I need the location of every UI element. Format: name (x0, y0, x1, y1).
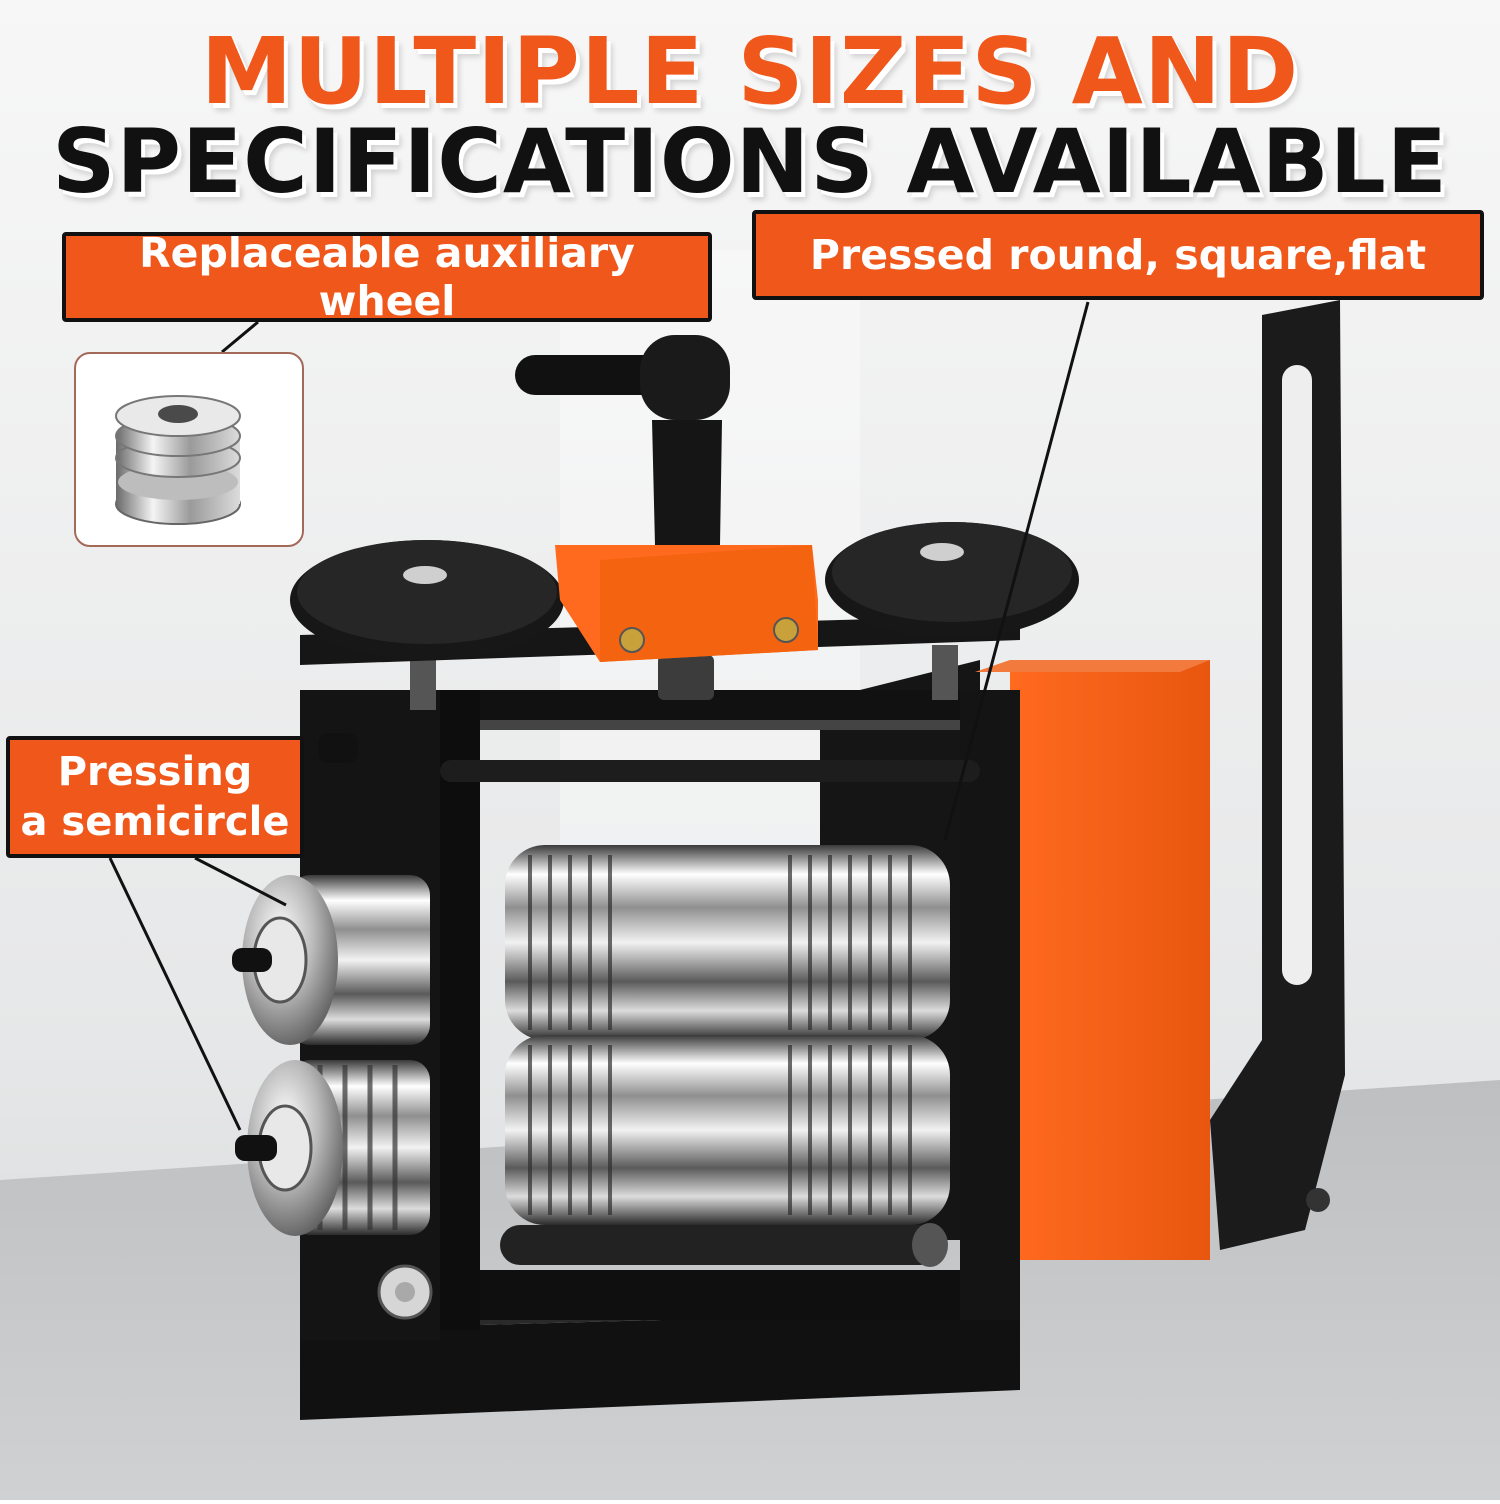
leader-line-semicircle-a (194, 856, 287, 907)
headline-line1: MULTIPLE SIZES AND (200, 18, 1300, 125)
left-gear (290, 540, 564, 660)
leader-line-aux (221, 320, 259, 354)
callout-pressed-shapes: Pressed round, square,flat (752, 210, 1484, 300)
leader-line-semicircle-b (108, 857, 242, 1131)
front-frame-right (960, 690, 1020, 1320)
callout-semicircle-line1: Pressing (57, 749, 253, 795)
callout-semicircle-line2: a semicircle (20, 799, 290, 845)
side-knob (318, 733, 358, 763)
aux-wheel-image (115, 395, 241, 525)
callout-pressed-shapes-text: Pressed round, square,flat (809, 231, 1427, 279)
gear-housing (1010, 660, 1210, 1260)
callout-auxiliary-wheel: Replaceable auxiliary wheel (62, 229, 712, 325)
right-gear (825, 522, 1079, 638)
t-handle-shaft (652, 420, 722, 545)
tie-bar-top (440, 760, 980, 782)
callout-semicircle: Pressing a semicircle (6, 736, 304, 858)
callout-auxiliary-wheel-text: Replaceable auxiliary wheel (139, 229, 635, 325)
leader-line-pressed (943, 301, 1090, 841)
lower-roller (505, 1035, 950, 1225)
center-nut (658, 655, 714, 700)
headline-line2: SPECIFICATIONS AVAILABLE (52, 110, 1448, 213)
aux-wheel-inset (74, 352, 304, 547)
base-plate (300, 1310, 1020, 1420)
upper-roller (505, 845, 950, 1040)
tie-bar-bottom (500, 1225, 940, 1265)
t-handle-hub (640, 335, 730, 420)
